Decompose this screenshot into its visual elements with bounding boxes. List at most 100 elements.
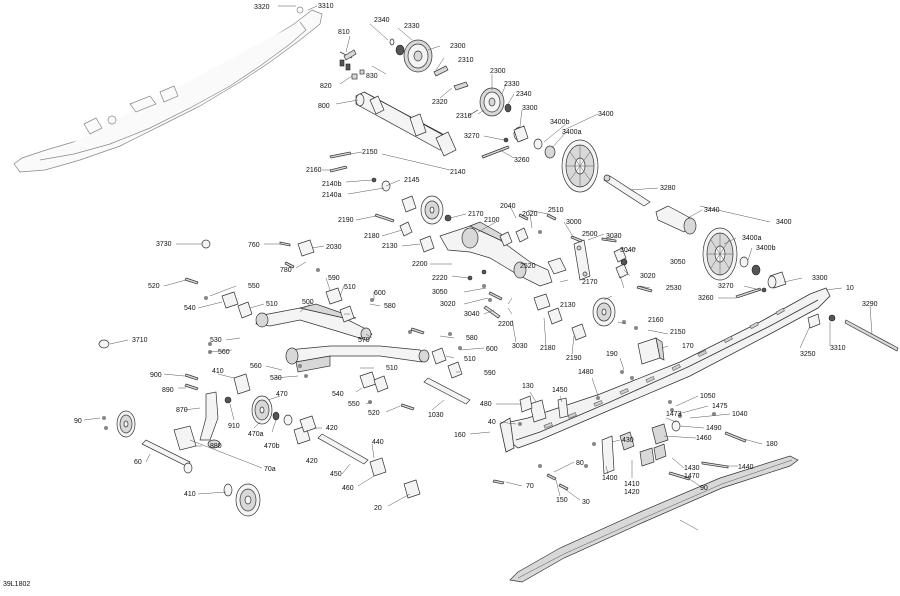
- shaft-450: [317, 433, 369, 465]
- cross-shaft-800: [355, 91, 457, 157]
- callout-510: 510: [344, 284, 356, 291]
- callout-550: 550: [248, 283, 260, 290]
- callout-170: 170: [682, 343, 694, 350]
- large-wheel-3400-top: [561, 139, 599, 193]
- callout-2340: 2340: [374, 17, 390, 24]
- callout-440-b: 420: [306, 458, 318, 465]
- ghost-slide-rail: [13, 6, 323, 173]
- callout-2130-b: 2130: [560, 302, 576, 309]
- callout-470b: 470b: [264, 443, 280, 450]
- left-pins: [184, 241, 425, 411]
- callout-90: 90: [74, 418, 82, 425]
- callout-150: 30: [582, 499, 590, 506]
- wheel-470: [251, 395, 293, 426]
- large-wheel-3400-mid: [702, 227, 761, 281]
- callout-830: 830: [366, 73, 378, 80]
- pin-3260-3270: [481, 137, 510, 159]
- callout-3400b-b: 3400b: [756, 245, 776, 252]
- callout-3300: 3300: [522, 105, 538, 112]
- callout-760: 760: [248, 242, 260, 249]
- callout-1490: 1490: [706, 425, 722, 432]
- callout-2190-b: 2190: [566, 355, 582, 362]
- callout-520: 520: [148, 283, 160, 290]
- callout-560-b: 560: [250, 363, 262, 370]
- callout-2220: 2220: [432, 275, 448, 282]
- callout-3280: 3280: [660, 185, 676, 192]
- sliders-1400-1460: [601, 420, 681, 475]
- callout-430: 430: [622, 437, 634, 444]
- spacer-tube-3440: [655, 205, 697, 235]
- shaft-60: [141, 439, 193, 474]
- mid-pins: [329, 151, 653, 330]
- callout-3290: 3290: [862, 301, 878, 308]
- shaft-1030: [423, 377, 471, 405]
- axle-3280: [603, 174, 651, 207]
- callout-410-b: 20: [374, 505, 382, 512]
- left-bushings: [98, 239, 463, 499]
- callout-450: 450: [330, 471, 342, 478]
- callout-3310-b: 3310: [830, 345, 846, 352]
- callout-870: 870: [176, 407, 188, 414]
- callout-3250: 3250: [800, 351, 816, 358]
- callout-1430: 1470: [684, 473, 700, 480]
- callout-3040: 3040: [620, 247, 636, 254]
- callout-780: 780: [280, 267, 292, 274]
- callout-60: 60: [134, 459, 142, 466]
- lower-pins: [102, 370, 747, 491]
- callout-3400b: 3400b: [550, 119, 570, 126]
- link-plate-2500: [573, 239, 591, 281]
- callout-3030-b: 3030: [512, 343, 528, 350]
- callout-70: 70a: [264, 466, 276, 473]
- callout-3260-b: 3260: [698, 295, 714, 302]
- callout-1030: 1030: [428, 412, 444, 419]
- callout-40: 40: [488, 419, 496, 426]
- callout-2030: 2030: [326, 244, 342, 251]
- callout-2160: 2160: [306, 167, 322, 174]
- callout-1440: 90: [700, 485, 708, 492]
- callout-2510: 2510: [548, 207, 564, 214]
- idler-wheel-2145: [420, 195, 444, 225]
- callout-80: 150: [556, 497, 568, 504]
- callout-2500: 2500: [582, 231, 598, 238]
- callout-1473: 1473: [666, 411, 682, 418]
- callout-labels: 3320 3310 2340 2330 810 2300 2310 820 83…: [74, 3, 878, 512]
- block-170: [637, 337, 665, 365]
- callout-1420: 1430: [684, 465, 700, 472]
- callout-2330-b: 2330: [504, 81, 520, 88]
- callout-540: 540: [184, 305, 196, 312]
- callout-600-b: 600: [486, 346, 498, 353]
- callout-410: 410: [212, 368, 224, 375]
- callout-2145: 2145: [404, 177, 420, 184]
- callout-3400: 3400: [598, 111, 614, 118]
- callout-2180: 2180: [364, 233, 380, 240]
- callout-1480: 1480: [578, 369, 594, 376]
- callout-800: 800: [318, 103, 330, 110]
- callout-510-c: 510: [386, 365, 398, 372]
- callout-440: 440: [372, 439, 384, 446]
- callout-90-b: 80: [576, 460, 584, 467]
- callout-3400a-b: 3400a: [742, 235, 762, 242]
- callout-530: 530: [210, 337, 222, 344]
- callout-2200: 2200: [412, 261, 428, 268]
- callout-2310-b: 2310: [456, 113, 472, 120]
- callout-2140: 2140: [450, 169, 466, 176]
- callout-1475: 1475: [712, 403, 728, 410]
- bolts-810-830: [339, 49, 365, 80]
- bolts-2310-2320: [433, 65, 469, 91]
- callout-3400a: 3400a: [562, 129, 582, 136]
- callout-890: 890: [162, 387, 174, 394]
- callout-500: 500: [302, 299, 314, 306]
- rear-arm-500: [255, 303, 373, 341]
- callout-2320: 2320: [432, 99, 448, 106]
- bracket-870: [173, 391, 232, 451]
- callout-3710: 3710: [132, 337, 148, 344]
- callout-2140a: 2140a: [322, 192, 342, 199]
- callout-510-b: 510: [266, 301, 278, 308]
- leader-lines: [83, 5, 873, 531]
- callout-420-b: 460: [342, 485, 354, 492]
- rear-arm-lower: [285, 345, 430, 373]
- callout-2150-b: 2150: [670, 329, 686, 336]
- wheel-70a: [223, 483, 261, 517]
